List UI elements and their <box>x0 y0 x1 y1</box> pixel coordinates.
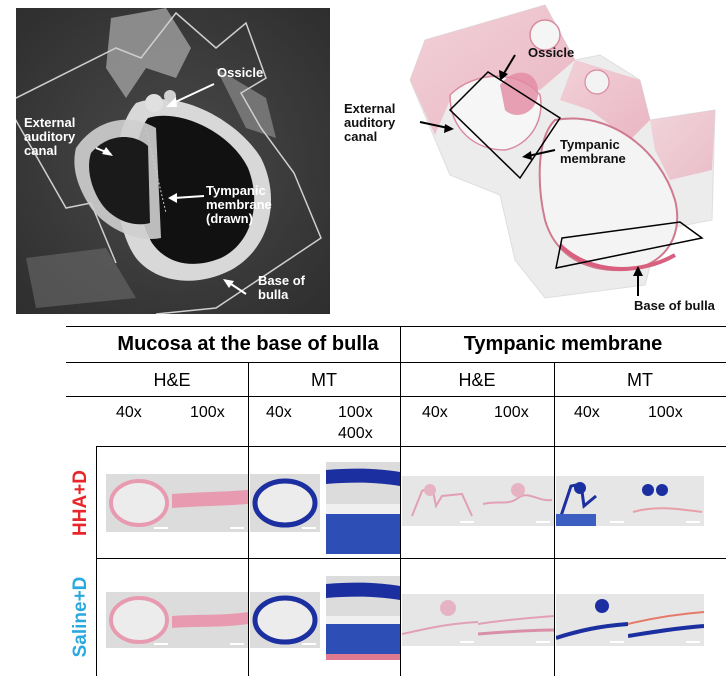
mag-label: 100x <box>648 404 683 421</box>
ct-scan-drawing <box>16 8 330 314</box>
blue-tm-drawing <box>556 482 597 526</box>
pink-tm-drawing <box>402 600 478 635</box>
histo-label-base-of-bulla: Base of bulla <box>634 298 715 313</box>
blue-tm-drawing <box>556 599 628 640</box>
histo-label-ossicle: Ossicle <box>528 45 575 60</box>
scale-bar <box>610 641 624 643</box>
ct-label-tympanic-membrane: Tympanic membrane (drawn) <box>206 183 272 226</box>
scale-bar <box>154 527 168 529</box>
mag-label: 40x <box>266 404 292 421</box>
histo-label-tympanic-membrane: Tympanic membrane <box>560 137 626 166</box>
mag-label: 100x <box>190 404 225 421</box>
scale-bar <box>536 641 550 643</box>
results-table: Mucosa at the base of bulla Tympanic mem… <box>66 326 726 676</box>
scale-bar <box>154 643 168 645</box>
image-saline-tm-mt-40x <box>556 594 628 646</box>
blue-band-drawing <box>326 468 400 486</box>
blue-tm-drawing <box>632 484 703 513</box>
scale-bar <box>686 521 700 523</box>
pink-strip-drawing <box>172 612 248 628</box>
pink-tm-drawing <box>411 484 473 517</box>
scale-bar <box>610 521 624 523</box>
mag-label: 40x <box>574 404 600 421</box>
image-hha-mt-100x <box>326 462 400 504</box>
scale-bar <box>460 641 474 643</box>
pink-ring-drawing <box>109 479 169 527</box>
image-hha-tm-mt-40x <box>556 476 628 526</box>
histology-image-panel: Ossicle External auditory canal Tympanic… <box>340 0 726 318</box>
scale-bar <box>302 527 316 529</box>
scale-bar <box>686 641 700 643</box>
image-hha-tm-he-40x <box>402 476 478 526</box>
pink-tm-drawing <box>478 615 554 636</box>
scale-bar <box>302 643 316 645</box>
stain-he-mucosa: H&E <box>153 370 191 390</box>
image-hha-tm-he-100x <box>478 476 554 526</box>
image-saline-tm-he-40x <box>402 594 478 646</box>
ct-image-panel: Ossicle External auditory canal Tympanic… <box>16 8 330 314</box>
stain-he-tympanic: H&E <box>458 370 496 390</box>
header-mucosa-base-of-bulla: Mucosa at the base of bulla <box>117 333 379 355</box>
mag-label: 100x 400x <box>338 404 373 442</box>
image-saline-mt-40x <box>250 592 320 648</box>
histology-drawing <box>409 4 716 299</box>
image-hha-he-40x <box>106 474 172 532</box>
blue-band-drawing <box>326 582 400 600</box>
pink-ring-drawing <box>109 596 169 644</box>
image-saline-mt-400x <box>326 616 400 660</box>
image-saline-mt-100x <box>326 576 400 616</box>
ct-label-external-auditory-canal: External auditory canal <box>24 115 76 158</box>
mag-label: 40x <box>116 404 142 421</box>
blue-ring-drawing <box>252 595 318 645</box>
scale-bar <box>230 527 244 529</box>
image-hha-mt-400x <box>326 504 400 554</box>
ct-label-base-of-bulla: Base of bulla <box>258 273 305 302</box>
blue-tissue-drawing <box>326 616 400 660</box>
blue-ring-drawing <box>252 478 318 528</box>
mag-label: 100x <box>494 404 529 421</box>
blue-tm-drawing <box>628 611 704 638</box>
blue-tissue-drawing <box>326 504 400 554</box>
pink-strip-drawing <box>172 490 248 508</box>
row-label-hha-d: HHA+D <box>70 470 91 536</box>
scale-bar <box>230 643 244 645</box>
image-saline-he-100x <box>172 592 248 648</box>
image-saline-tm-mt-100x <box>628 594 704 646</box>
row-label-saline-d: Saline+D <box>70 576 91 658</box>
image-saline-tm-he-100x <box>478 594 554 646</box>
image-hha-mt-40x <box>250 474 320 532</box>
image-saline-he-40x <box>106 592 172 648</box>
scale-bar <box>536 521 550 523</box>
pink-tm-drawing <box>482 483 553 505</box>
image-hha-tm-mt-100x <box>628 476 704 526</box>
mag-label: 40x <box>422 404 448 421</box>
stain-mt-mucosa: MT <box>311 370 337 390</box>
ct-label-ossicle: Ossicle <box>217 65 264 80</box>
scale-bar <box>460 521 474 523</box>
header-tympanic-membrane: Tympanic membrane <box>463 333 663 355</box>
stain-mt-tympanic: MT <box>627 370 653 390</box>
image-hha-he-100x <box>172 474 248 532</box>
histo-label-external-auditory-canal: External auditory canal <box>344 101 396 144</box>
